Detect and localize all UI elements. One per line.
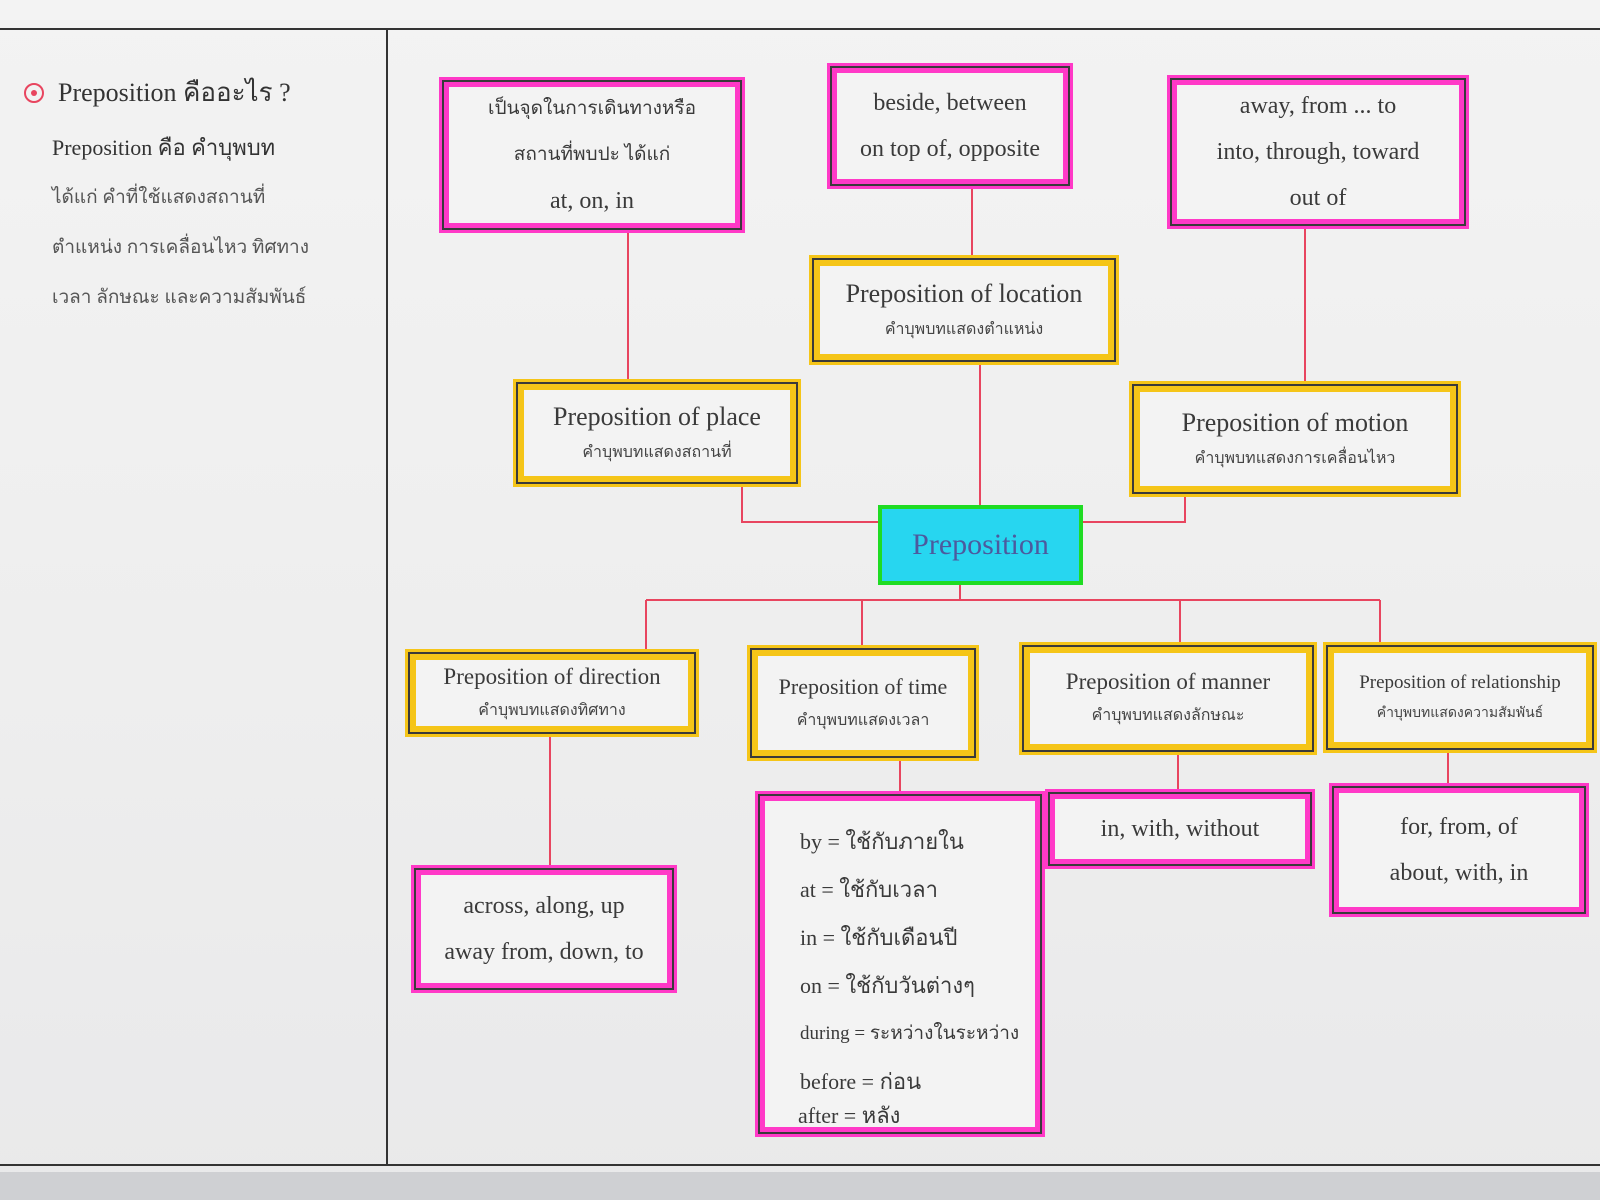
example-box-relationship: for, from, of about, with, in [1332,786,1586,914]
category-subtitle: คำบุพบทแสดงตำแหน่ง [884,320,1044,338]
example-line: for, from, of [1400,814,1518,840]
category-box-time: Preposition of time คำบุพบทแสดงเวลา [750,648,976,758]
category-subtitle: คำบุพบทแสดงเวลา [796,711,930,729]
example-line: during = ระหว่างในระหว่าง [800,1023,1020,1044]
example-line: at, on, in [550,188,634,214]
example-line-time-after: after = หลัง [798,1103,901,1128]
bullet-icon [24,82,44,103]
note-line: ได้แก่ คำที่ใช้แสดงสถานที่ [52,187,266,208]
category-title: Preposition of time [778,673,948,699]
category-title: Preposition of place [553,401,761,431]
example-line: away from, down, to [444,939,644,965]
central-topic-box: Preposition [878,505,1083,585]
sheet-border-top [0,28,1600,30]
definition-note: Preposition คืออะไร ? Preposition คือ คำ… [24,72,354,323]
example-line: before = ก่อน [800,1069,922,1094]
example-box-motion: away, from ... to into, through, toward … [1170,78,1466,226]
category-title: Preposition of location [845,278,1083,308]
example-line: by = ใช้กับภายใน [800,829,964,854]
category-box-relationship: Preposition of relationship คำบุพบทแสดงค… [1326,645,1594,750]
example-line: เป็นจุดในการเดินทางหรือ [487,98,697,119]
table-surface [0,1172,1600,1200]
category-subtitle: คำบุพบทแสดงสถานที่ [582,443,732,461]
category-title: Preposition of relationship [1359,671,1561,693]
category-subtitle: คำบุพบทแสดงการเคลื่อนไหว [1194,449,1396,467]
example-line: out of [1289,185,1347,211]
category-box-location: Preposition of location คำบุพบทแสดงตำแหน… [812,258,1116,362]
category-box-manner: Preposition of manner คำบุพบทแสดงลักษณะ [1022,645,1314,752]
category-title: Preposition of manner [1065,669,1271,694]
note-question-text: Preposition คืออะไร ? [58,78,291,107]
category-box-place: Preposition of place คำบุพบทแสดงสถานที่ [516,382,798,484]
example-line: on = ใช้กับวันต่างๆ [800,973,975,998]
category-subtitle: คำบุพบทแสดงลักษณะ [1091,707,1245,724]
sheet-border-divider [386,28,388,1166]
example-box-manner: in, with, without [1048,792,1312,866]
note-line: เวลา ลักษณะ และความสัมพันธ์ [52,287,307,308]
category-title: Preposition of motion [1181,407,1409,437]
example-box-location: beside, between on top of, opposite [830,66,1070,186]
connector-motion-center [1083,494,1186,523]
example-line: about, with, in [1389,860,1529,886]
example-box-place: เป็นจุดในการเดินทางหรือ สถานที่พบปะ ได้แ… [442,80,742,230]
category-title: Preposition of direction [443,663,661,689]
category-box-direction: Preposition of direction คำบุพบทแสดงทิศท… [408,652,696,734]
example-line: away, from ... to [1239,93,1397,119]
note-question: Preposition คืออะไร ? [24,72,354,113]
sheet-border-bottom [0,1164,1600,1166]
note-line: Preposition คือ คำบุพบท [52,135,276,160]
example-line: in, with, without [1100,816,1260,842]
note-line: ตำแหน่ง การเคลื่อนไหว ทิศทาง [52,237,309,258]
category-box-motion: Preposition of motion คำบุพบทแสดงการเคลื… [1132,384,1458,494]
example-line: on top of, opposite [860,136,1040,162]
example-line: in = ใช้กับเดือนปี [800,925,958,950]
example-line: at = ใช้กับเวลา [800,877,938,902]
central-topic-label: Preposition [912,528,1049,561]
example-line: into, through, toward [1216,139,1420,165]
connector-place-center [741,483,878,523]
category-subtitle: คำบุพบทแสดงความสัมพันธ์ [1376,705,1544,721]
example-line: สถานที่พบปะ ได้แก่ [513,144,671,165]
example-box-direction: across, along, up away from, down, to [414,868,674,990]
example-box-time: by = ใช้กับภายใน at = ใช้กับเวลา in = ใช… [758,794,1042,1134]
example-line: across, along, up [463,893,625,919]
example-line: beside, between [873,90,1027,116]
category-subtitle: คำบุพบทแสดงทิศทาง [478,701,626,719]
note-body: Preposition คือ คำบุพบท ได้แก่ คำที่ใช้แ… [24,123,354,323]
